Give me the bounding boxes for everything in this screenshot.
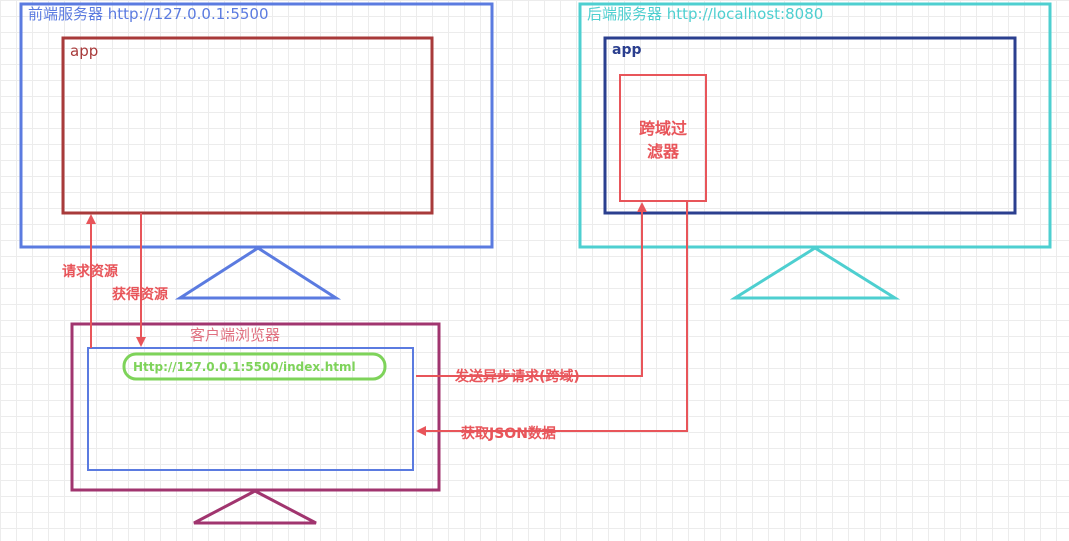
backend-app-box bbox=[603, 36, 1017, 215]
json-response-arrow bbox=[416, 201, 688, 436]
async-request-arrow bbox=[416, 202, 647, 377]
get-resource-label: 获得资源 bbox=[112, 286, 168, 303]
backend-app-label: app bbox=[612, 42, 642, 58]
frontend-server: 前端服务器 http://127.0.0.1:5500 app bbox=[19, 2, 494, 300]
cors-filter-label-line2: 滤器 bbox=[647, 142, 680, 161]
arrows bbox=[86, 201, 688, 436]
browser-url-text: Http://127.0.0.1:5500/index.html bbox=[133, 360, 356, 374]
backend-server-stand bbox=[729, 246, 901, 300]
frontend-app-label: app bbox=[70, 42, 98, 60]
request-resource-label: 请求资源 bbox=[62, 263, 118, 280]
frontend-server-stand bbox=[174, 246, 342, 300]
frontend-server-box bbox=[19, 2, 494, 249]
client-browser-title: 客户端浏览器 bbox=[190, 326, 280, 344]
client-browser-screen bbox=[87, 347, 414, 471]
backend-server: 后端服务器 http://localhost:8080 app 跨域过 滤器 bbox=[578, 2, 1052, 300]
json-response-label: 获取JSON数据 bbox=[461, 425, 556, 442]
browser-url-bar bbox=[122, 352, 387, 381]
async-request-label: 发送异步请求(跨域) bbox=[454, 368, 580, 385]
client-browser: 客户端浏览器 Http://127.0.0.1:5500/index.html bbox=[70, 322, 441, 525]
frontend-server-title: 前端服务器 http://127.0.0.1:5500 bbox=[28, 5, 269, 23]
cors-filter-label-line1: 跨域过 bbox=[639, 119, 687, 138]
client-browser-stand bbox=[193, 489, 317, 525]
cors-filter-box bbox=[619, 74, 707, 202]
backend-server-title: 后端服务器 http://localhost:8080 bbox=[587, 5, 823, 23]
frontend-app-box bbox=[61, 36, 434, 215]
